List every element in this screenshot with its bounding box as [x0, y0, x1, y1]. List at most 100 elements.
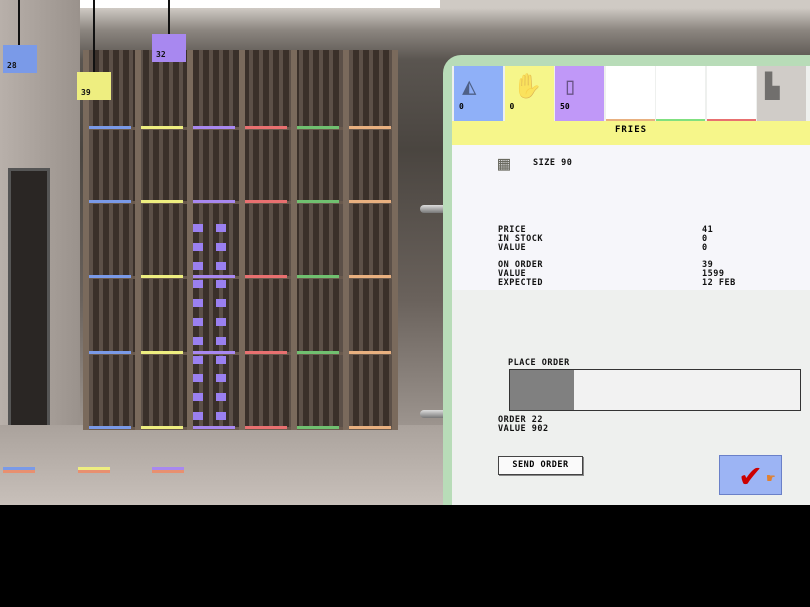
stock-box — [216, 336, 226, 345]
product-tab-3[interactable] — [605, 66, 655, 121]
stock-box — [216, 412, 226, 420]
shelf-edge — [345, 200, 391, 203]
shelf-edge — [85, 275, 131, 278]
shelf-edge — [293, 426, 339, 429]
shelf-edge — [189, 200, 235, 203]
stock-box — [216, 355, 226, 364]
stock-box — [216, 374, 226, 383]
shelf-edge — [345, 126, 391, 129]
legend-purple — [152, 467, 184, 473]
checkmark-icon: ✔ — [740, 455, 761, 495]
stock-box — [193, 393, 203, 402]
stock-box — [216, 242, 226, 251]
shelf-edge — [345, 426, 391, 429]
tag-string — [18, 0, 20, 45]
tag-purple[interactable]: 32 — [152, 34, 186, 62]
fries-icon: ✋ — [512, 72, 543, 100]
shelf-edge — [137, 275, 183, 278]
place-order-fill — [510, 370, 574, 410]
shelf-post — [291, 50, 297, 430]
warehouse-icon: ▦ — [498, 151, 511, 175]
shelf-edge — [137, 126, 183, 129]
tag-count: 28 — [7, 61, 17, 70]
stock-box — [193, 299, 203, 308]
product-tab-4[interactable] — [656, 66, 705, 121]
tab-count: 0 — [509, 102, 515, 111]
shelf-post — [83, 50, 89, 430]
send-order-button[interactable]: SEND ORDER — [498, 456, 583, 475]
shelf-post — [187, 50, 193, 430]
shelf-edge — [85, 200, 131, 203]
door[interactable] — [8, 168, 50, 468]
legend-blue — [3, 467, 35, 473]
stock-box — [193, 242, 203, 251]
product-info-area — [452, 145, 810, 290]
product-tab-6[interactable]: ▙ — [757, 66, 806, 121]
shelf-edge — [137, 426, 183, 429]
tag-count: 39 — [81, 88, 91, 97]
shelf-edge — [137, 351, 183, 354]
stock-box — [193, 412, 203, 420]
tag-blue[interactable]: 28 — [3, 45, 37, 73]
stock-box — [193, 261, 203, 270]
stock-box — [193, 280, 203, 289]
shelf-post — [392, 50, 398, 430]
shelf-edge — [189, 351, 235, 354]
stock-box — [193, 355, 203, 364]
shelf-edge — [241, 426, 287, 429]
order-value: VALUE 902 — [498, 424, 549, 434]
shelf-edge — [293, 351, 339, 354]
tab-count: 50 — [560, 102, 570, 111]
shelf-edge — [85, 126, 131, 129]
hand-cursor-icon: ☛ — [766, 471, 775, 487]
product-tab-1[interactable]: ✋0 — [504, 66, 554, 121]
stock-box — [216, 224, 226, 232]
shelf-edge — [241, 200, 287, 203]
product-tab-0[interactable]: ◭0 — [454, 66, 503, 121]
stock-box — [216, 393, 226, 402]
shelf-edge — [293, 275, 339, 278]
shelf-edge — [189, 126, 235, 129]
stock-box — [193, 374, 203, 383]
shelf-edge — [189, 426, 235, 429]
ceiling — [50, 0, 440, 8]
shelf-edge — [345, 275, 391, 278]
shelf-edge — [137, 200, 183, 203]
tag-string — [168, 0, 170, 34]
product-tab-5[interactable] — [706, 66, 756, 121]
shelf-edge — [293, 126, 339, 129]
warehouse-icon: ▙ — [765, 72, 780, 100]
shelf-edge — [241, 126, 287, 129]
shelf-post — [135, 50, 141, 430]
stock-box — [193, 318, 203, 326]
shelf-edge — [345, 351, 391, 354]
size-label: SIZE 90 — [533, 158, 573, 168]
shelf-edge — [241, 275, 287, 278]
place-order-label: PLACE ORDER — [508, 358, 570, 368]
stock-box — [216, 280, 226, 289]
cup-icon: ▯ — [563, 72, 578, 100]
cone-icon: ◭ — [462, 72, 477, 100]
confirm-button[interactable]: ✔☛ — [719, 455, 782, 495]
place-order-slider[interactable] — [509, 369, 801, 411]
stock-box — [216, 261, 226, 270]
product-title: FRIES — [452, 121, 810, 145]
legend-yellow — [78, 467, 110, 473]
tab-count: 0 — [459, 102, 464, 111]
stock-box — [216, 318, 226, 326]
floor — [0, 425, 450, 505]
shelf-post — [343, 50, 349, 430]
shelf-edge — [293, 200, 339, 203]
product-tab-2[interactable]: ▯ 50 — [555, 66, 604, 121]
tag-yellow[interactable]: 39 — [77, 72, 111, 100]
stock-box — [193, 336, 203, 345]
tag-string — [93, 0, 95, 72]
order-summary: ORDER 22 VALUE 902 — [498, 416, 549, 434]
stock-box — [193, 224, 203, 232]
shelf-edge — [85, 426, 131, 429]
shelf-edge — [241, 351, 287, 354]
shelf-post — [239, 50, 245, 430]
shelf-edge — [189, 275, 235, 278]
